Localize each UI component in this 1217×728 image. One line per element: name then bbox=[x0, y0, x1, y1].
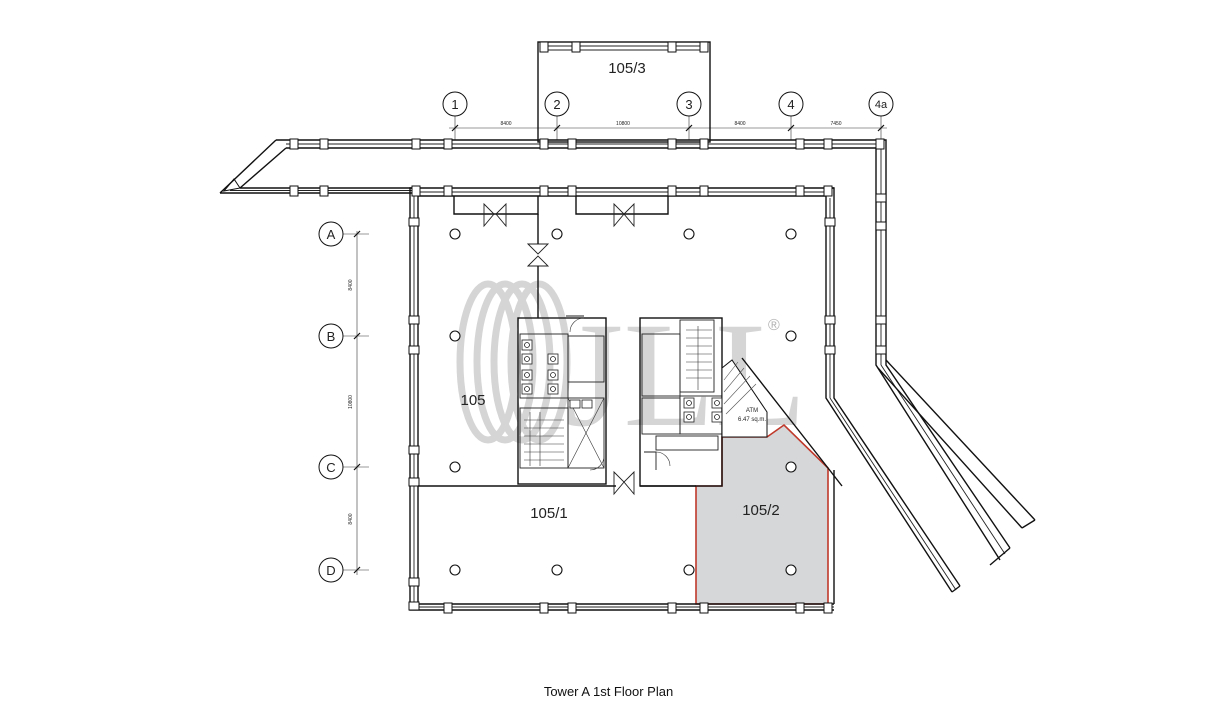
dim-C-D: 8400 bbox=[348, 513, 354, 524]
grid-label-2: 2 bbox=[553, 97, 560, 112]
top-vestibules bbox=[453, 196, 669, 496]
room-105-3-label: 105/3 bbox=[608, 60, 646, 77]
dim-A-B: 8400 bbox=[348, 279, 354, 290]
grid-label-B: B bbox=[327, 329, 336, 344]
grid-label-D: D bbox=[326, 563, 335, 578]
main-building-outline bbox=[409, 187, 834, 611]
atm-label: ATM bbox=[746, 408, 758, 414]
room-105-1-label: 105/1 bbox=[530, 505, 568, 522]
dim-2-3: 10800 bbox=[616, 121, 630, 127]
grid-label-1: 1 bbox=[451, 97, 458, 112]
dim-4-4a: 7450 bbox=[830, 121, 841, 127]
grid-label-A: A bbox=[327, 227, 336, 242]
dim-1-2: 8400 bbox=[500, 121, 511, 127]
column-grid-markers bbox=[442, 91, 894, 140]
plan-caption: Tower A 1st Floor Plan bbox=[543, 684, 674, 699]
watermark-registered-mark: ® bbox=[768, 317, 780, 334]
grid-label-4: 4 bbox=[787, 97, 794, 112]
row-grid-markers bbox=[318, 221, 369, 583]
grid-label-C: C bbox=[326, 460, 335, 475]
grid-label-4a: 4a bbox=[875, 99, 888, 111]
room-105-3-outline bbox=[537, 41, 711, 143]
atm-area-value: 6.47 sq.m. bbox=[738, 417, 766, 423]
right-wings bbox=[825, 148, 1036, 604]
dim-3-4: 8400 bbox=[734, 121, 745, 127]
structural-columns bbox=[449, 228, 797, 576]
grid-label-3: 3 bbox=[685, 97, 692, 112]
dim-B-C: 10800 bbox=[348, 395, 354, 409]
atm-area[interactable] bbox=[721, 359, 768, 438]
room-105-label: 105 bbox=[460, 392, 485, 409]
room-105-2-label: 105/2 bbox=[742, 502, 780, 519]
facade-mullions bbox=[289, 41, 887, 614]
